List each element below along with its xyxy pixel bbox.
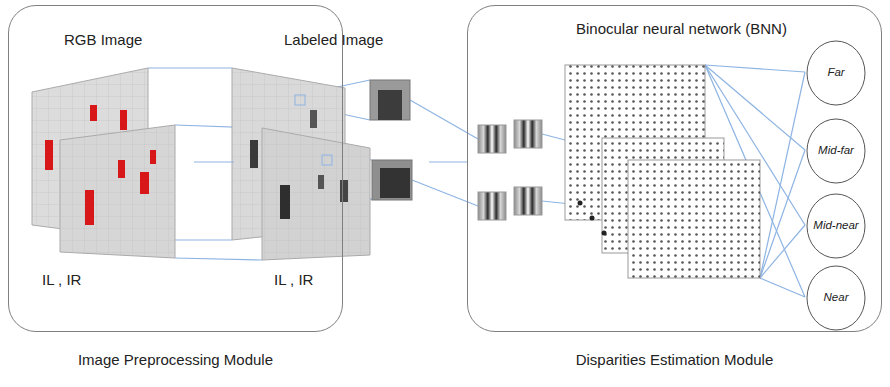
heading: IL , IR xyxy=(274,271,313,289)
neuron-grids xyxy=(565,65,760,278)
heading: Image Preprocessing Module xyxy=(9,351,342,369)
labeled-images xyxy=(232,68,370,260)
output-neuron: Mid-far xyxy=(806,118,866,184)
connector xyxy=(194,161,234,162)
heading: RGB Image xyxy=(64,31,142,49)
heading: Binocular neural network (BNN) xyxy=(576,20,787,38)
image-stack: Labeled Image IL , IR xyxy=(234,31,429,293)
heading: Disparities Estimation Module xyxy=(468,351,881,369)
connector xyxy=(429,161,467,162)
neuron-label: Near xyxy=(806,291,866,305)
neuron-label: Mid-near xyxy=(806,219,866,233)
heading: IL , IR xyxy=(42,271,81,289)
image-stack: RGB Image IL , IR xyxy=(34,31,194,293)
module-panel: Image Preprocessing ModuleRGB ImageIL , … xyxy=(8,5,343,332)
rgb-images xyxy=(32,68,175,258)
output-neuron: Far xyxy=(806,40,866,106)
magnified-patches xyxy=(370,80,412,200)
connection-lines xyxy=(148,65,805,297)
output-neuron: Near xyxy=(806,265,866,331)
neuron-label: Mid-far xyxy=(806,144,866,158)
output-neuron: Mid-near xyxy=(806,193,866,259)
module-panel: Binocular neural network (BNN)Disparitie… xyxy=(467,5,882,332)
gabor-filters xyxy=(478,120,542,220)
neuron-label: Far xyxy=(806,66,866,80)
heading: Labeled Image xyxy=(284,31,383,49)
